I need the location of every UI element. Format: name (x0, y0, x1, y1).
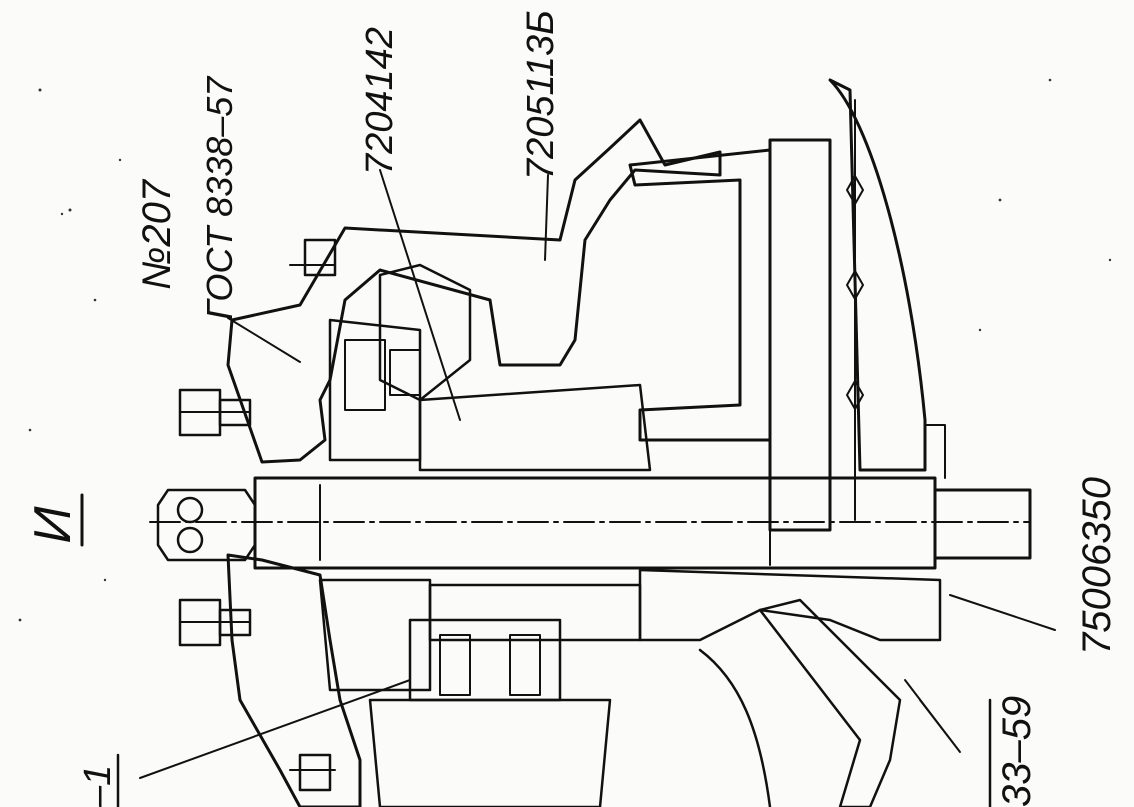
upper-housing (226, 118, 722, 472)
hub-disc (628, 78, 946, 532)
bolt-center (156, 488, 257, 562)
view-letter: И (24, 506, 82, 544)
label-edge-bottom-right: 33–59 (995, 696, 1039, 807)
bolt-lower (178, 598, 252, 647)
lower-housing (226, 553, 942, 807)
label-7204142: 7204142 (359, 27, 401, 175)
scan-noise (18, 78, 1112, 622)
label-7205113b: 7205113Б (520, 10, 562, 180)
label-edge-bottom-left: –1 (77, 765, 119, 807)
label-75006350: 75006350 (1075, 477, 1119, 655)
bolts (156, 238, 337, 792)
leader-lines (139, 169, 1056, 779)
bolt-top (178, 388, 252, 437)
main-shaft (149, 476, 1032, 570)
label-part-no-207: №207 (135, 178, 179, 290)
bolt-upper-small (289, 238, 337, 277)
bolt-bottom-small (289, 753, 336, 792)
label-gost: ГОСТ 8338–57 (199, 75, 240, 320)
